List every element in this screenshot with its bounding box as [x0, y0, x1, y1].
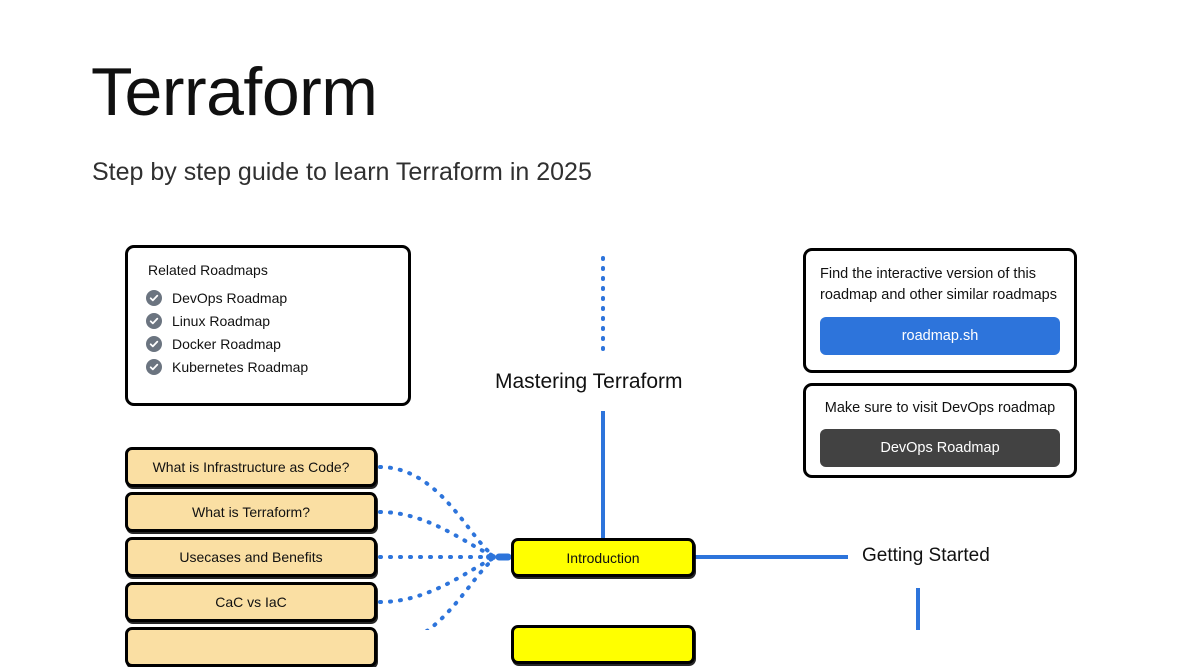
list-item[interactable]: DevOps Roadmap — [146, 290, 390, 306]
devops-roadmap-button[interactable]: DevOps Roadmap — [820, 429, 1060, 468]
list-item[interactable]: Linux Roadmap — [146, 313, 390, 329]
node-usecases-and-benefits[interactable]: Usecases and Benefits — [125, 537, 377, 577]
mastering-terraform-label: Mastering Terraform — [495, 370, 683, 393]
related-roadmaps-card: Related Roadmaps DevOps Roadmap Linux Ro… — [125, 245, 411, 406]
node-sub-partial[interactable] — [125, 627, 377, 667]
check-circle-icon — [146, 290, 162, 306]
node-what-is-terraform[interactable]: What is Terraform? — [125, 492, 377, 532]
page-subtitle: Step by step guide to learn Terraform in… — [92, 158, 592, 186]
connector-fan — [378, 465, 496, 630]
list-item[interactable]: Kubernetes Roadmap — [146, 359, 390, 375]
node-cac-vs-iac[interactable]: CaC vs IaC — [125, 582, 377, 622]
list-item-label: DevOps Roadmap — [172, 290, 288, 306]
node-introduction[interactable]: Introduction — [511, 538, 695, 577]
list-item-label: Kubernetes Roadmap — [172, 359, 309, 375]
interactive-card-text: Find the interactive version of this roa… — [820, 266, 1057, 304]
interactive-version-card: Find the interactive version of this roa… — [803, 248, 1077, 373]
node-primary-partial[interactable] — [511, 625, 695, 664]
check-circle-icon — [146, 313, 162, 329]
devops-roadmap-card: Make sure to visit DevOps roadmap DevOps… — [803, 383, 1077, 478]
list-item[interactable]: Docker Roadmap — [146, 336, 390, 352]
related-roadmaps-list: DevOps Roadmap Linux Roadmap Docker Road… — [146, 290, 390, 375]
page-title: Terraform — [91, 54, 378, 130]
check-circle-icon — [146, 336, 162, 352]
related-roadmaps-title: Related Roadmaps — [148, 262, 268, 278]
list-item-label: Linux Roadmap — [172, 313, 271, 329]
devops-card-text: Make sure to visit DevOps roadmap — [824, 400, 1056, 416]
check-circle-icon — [146, 359, 162, 375]
roadmap-sh-button[interactable]: roadmap.sh — [820, 317, 1060, 356]
list-item-label: Docker Roadmap — [172, 336, 281, 352]
getting-started-label: Getting Started — [862, 545, 990, 566]
node-what-is-infrastructure-as-code[interactable]: What is Infrastructure as Code? — [125, 447, 377, 487]
